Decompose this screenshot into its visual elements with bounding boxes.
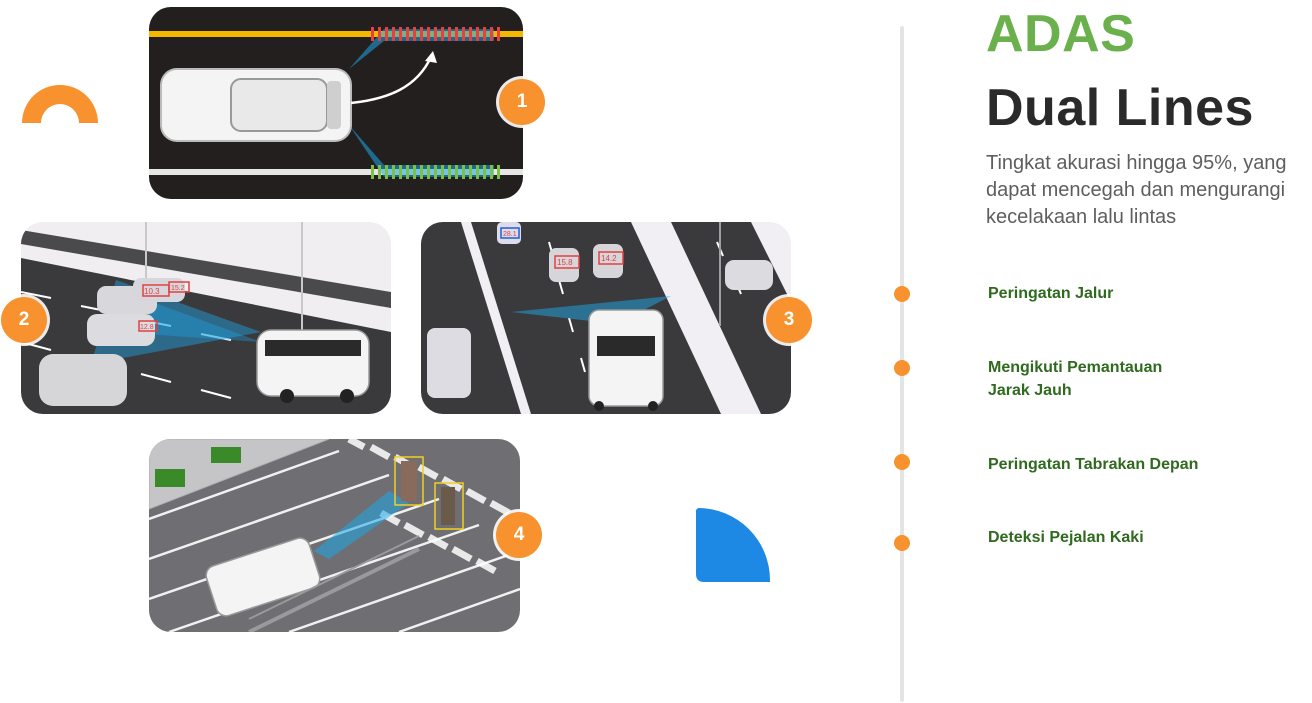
lane-departure-panel	[149, 7, 523, 199]
orange-arch-decoration	[22, 85, 98, 123]
feature-lane-warning: Peringatan Jalur	[988, 285, 1114, 302]
page-description: Tingkat akurasi hingga 95%, yang dapat m…	[986, 152, 1287, 228]
distance-tag-3: 12.8	[140, 324, 154, 331]
collision-tag-3: 14.2	[601, 254, 617, 263]
page-title-adas: ADAS	[986, 5, 1136, 63]
timeline-dot-4	[894, 535, 910, 551]
distance-tag-1: 10.3	[144, 287, 160, 296]
timeline-dot-3	[894, 454, 910, 470]
distance-tag-2: 15.2	[171, 285, 185, 292]
lane-departure-illustration	[149, 7, 523, 199]
blue-quarter-decoration	[696, 508, 770, 582]
timeline-dot-2	[894, 360, 910, 376]
feature-distance-monitoring: Mengikuti Pemantauan Jarak Jauh	[988, 359, 1163, 399]
forward-collision-illustration: 28.1 15.8 14.2	[421, 222, 791, 414]
step-badge-3: 3	[766, 297, 812, 343]
collision-tag-2: 15.8	[557, 258, 573, 267]
distance-monitoring-illustration: 10.3 15.2 12.8	[21, 222, 391, 414]
distance-monitoring-panel: 10.3 15.2 12.8	[21, 222, 391, 414]
feature-pedestrian-detection: Deteksi Pejalan Kaki	[988, 529, 1144, 546]
step-badge-4: 4	[496, 512, 542, 558]
collision-tag-1: 28.1	[503, 231, 517, 238]
page-title-dual-lines: Dual Lines	[986, 79, 1254, 137]
pedestrian-detection-panel	[149, 439, 520, 632]
forward-collision-panel: 28.1 15.8 14.2	[421, 222, 791, 414]
pedestrian-detection-illustration	[149, 439, 520, 632]
feature-forward-collision: Peringatan Tabrakan Depan	[988, 456, 1199, 473]
step-badge-1: 1	[499, 79, 545, 125]
timeline-dot-1	[894, 286, 910, 302]
step-badge-2: 2	[1, 297, 47, 343]
